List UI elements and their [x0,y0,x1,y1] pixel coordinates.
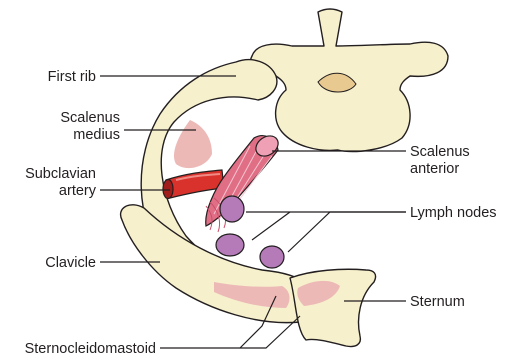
scalenus-medius-muscle [174,120,212,168]
lymph-node [260,246,284,268]
label-lymph-nodes: Lymph nodes [410,205,497,221]
label-subclavian-artery-line2: artery [59,183,97,199]
label-subclavian-artery-line1: Subclavian [25,166,96,182]
lymph-nodes [216,196,284,268]
lymph-node [220,196,244,222]
label-clavicle: Clavicle [45,255,96,271]
label-first-rib: First rib [48,69,96,85]
vertebra [250,9,448,152]
label-scalenus-anterior-line1: Scalenus [410,144,470,160]
label-scalenus-medius-line1: Scalenus [60,110,120,126]
label-scalenus-medius-line2: medius [73,127,120,143]
label-sternum: Sternum [410,294,465,310]
label-sternocleidomastoid: Sternocleidomastoid [25,341,156,357]
label-scalenus-anterior-line2: anterior [410,161,459,177]
sternum-bone [290,269,376,346]
lymph-node [216,234,244,256]
